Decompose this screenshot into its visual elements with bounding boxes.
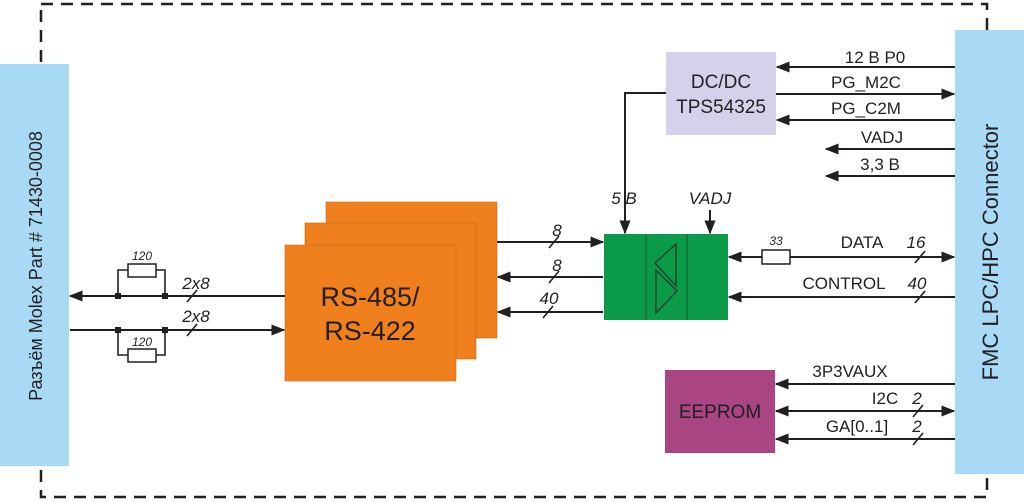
buffer-power-vadj: VADJ xyxy=(689,189,732,208)
mid-bus-width-1: 8 xyxy=(552,221,562,240)
eeprom-label: EEPROM xyxy=(679,402,761,423)
dcdc-block: DC/DC TPS54325 xyxy=(666,52,776,135)
signal-12v: 12 B P0 xyxy=(845,48,906,67)
signal-pg-m2c: PG_M2C xyxy=(831,73,901,92)
resistor-33 xyxy=(761,249,791,265)
rs485-block: RS-485/ RS-422 xyxy=(284,201,498,382)
resistor-33-label: 33 xyxy=(769,234,783,248)
mid-bus-width-3: 40 xyxy=(540,289,559,308)
left-bus-bottom-width: 2x8 xyxy=(181,307,210,326)
left-connector: Разъём Molex Part # 71430-0008 xyxy=(0,64,69,466)
right-connector-label: FMC LPC/HPC Connector xyxy=(978,124,1003,381)
signal-data-width: 16 xyxy=(907,233,926,252)
signal-i2c-width: 2 xyxy=(911,389,922,408)
resistor-120-bottom-label: 120 xyxy=(132,335,152,349)
signal-3v3: 3,3 B xyxy=(860,155,900,174)
rs485-label-1: RS-485/ xyxy=(320,282,420,312)
rs485-label-2: RS-422 xyxy=(324,316,416,346)
signal-control-width: 40 xyxy=(908,274,927,293)
signal-ga-width: 2 xyxy=(911,417,922,436)
dcdc-label-2: TPS54325 xyxy=(676,97,766,118)
signal-data: DATA xyxy=(841,233,884,252)
resistor-120-top-label: 120 xyxy=(132,249,152,263)
resistor-120-top xyxy=(127,263,157,278)
mid-bus-width-2: 8 xyxy=(552,256,562,275)
signal-ga: GA[0..1] xyxy=(826,417,888,436)
data-signals: 33 DATA 16 CONTROL 40 xyxy=(727,233,956,304)
signal-pg-c2m: PG_C2M xyxy=(831,99,901,118)
dcdc-label-1: DC/DC xyxy=(691,72,751,93)
left-bus-top: 120 2x8 xyxy=(68,249,285,303)
eeprom-signals: 3P3VAUX I2C 2 GA[0..1] 2 xyxy=(774,362,956,446)
mid-bus: 8 8 40 xyxy=(496,221,605,319)
left-bus-bottom: 120 2x8 xyxy=(70,307,286,363)
right-connector: FMC LPC/HPC Connector xyxy=(955,30,1024,474)
buffer-right-triangle-icon xyxy=(655,268,678,315)
signal-i2c: I2C xyxy=(872,389,898,408)
signal-control: CONTROL xyxy=(802,274,885,293)
power-5v-line xyxy=(619,92,667,235)
resistor-120-bottom xyxy=(127,348,157,363)
buffer-left-triangle-icon xyxy=(654,242,677,288)
signal-3p3vaux: 3P3VAUX xyxy=(812,362,887,381)
left-connector-label: Разъём Molex Part # 71430-0008 xyxy=(26,131,46,401)
signal-vadj: VADJ xyxy=(861,128,903,147)
level-shifter-buffer xyxy=(604,234,728,320)
eeprom-block: EEPROM xyxy=(665,370,775,453)
power-signals: 12 B P0 PG_M2C PG_C2M VADJ 3,3 B xyxy=(775,48,956,182)
buffer-power-5v: 5 B xyxy=(611,189,637,208)
left-bus-top-width: 2x8 xyxy=(181,274,210,293)
